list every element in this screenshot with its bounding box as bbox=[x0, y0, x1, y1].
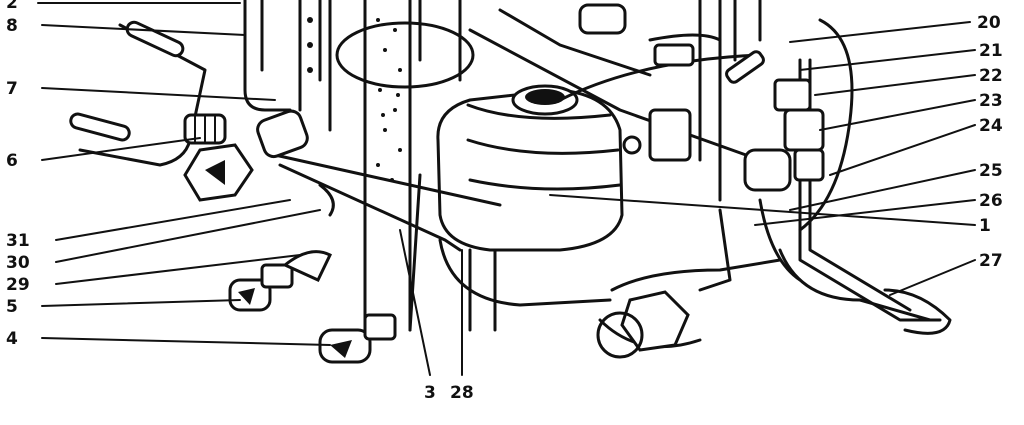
leader-26 bbox=[754, 199, 976, 226]
callout-20: 20 bbox=[977, 13, 1001, 33]
callout-22: 22 bbox=[979, 66, 1003, 86]
fittings-and-nuts bbox=[69, 3, 952, 364]
callout-5: 5 bbox=[6, 297, 18, 317]
callout-1: 1 bbox=[979, 216, 991, 236]
callout-7: 7 bbox=[6, 79, 18, 99]
leader-21 bbox=[799, 49, 976, 71]
hex-nut-left bbox=[183, 143, 254, 202]
leader-22 bbox=[814, 74, 976, 96]
callout-leader-lines bbox=[37, 2, 976, 376]
leader-30 bbox=[55, 209, 321, 263]
leader-23 bbox=[819, 99, 976, 131]
fitting-5 bbox=[228, 263, 294, 312]
center-column-perforated bbox=[335, 0, 475, 332]
callout-labels: 2 8 7 6 31 30 29 5 4 3 28 20 21 22 23 24… bbox=[6, 0, 1003, 403]
leader-25 bbox=[789, 169, 976, 211]
fitting-stack-right bbox=[773, 78, 825, 182]
leader-3 bbox=[399, 229, 431, 376]
main-tank-body bbox=[436, 84, 642, 332]
callout-4: 4 bbox=[6, 329, 18, 349]
leader-4 bbox=[41, 337, 331, 346]
leader-8 bbox=[41, 24, 246, 36]
pipe-network bbox=[273, 8, 942, 332]
left-bracket-housing bbox=[243, 0, 332, 132]
callout-31: 31 bbox=[6, 231, 30, 251]
leader-20 bbox=[789, 21, 971, 43]
left-union-fitting bbox=[183, 113, 227, 145]
leader-5 bbox=[41, 299, 241, 307]
callout-24: 24 bbox=[979, 116, 1003, 136]
leader-31 bbox=[55, 199, 291, 241]
fitting-4 bbox=[318, 313, 397, 364]
callout-29: 29 bbox=[6, 275, 30, 295]
callout-3: 3 bbox=[424, 383, 436, 403]
leader-29 bbox=[55, 254, 301, 285]
callout-30: 30 bbox=[6, 253, 30, 273]
callout-21: 21 bbox=[979, 41, 1003, 61]
leader-1 bbox=[549, 194, 976, 226]
callout-6: 6 bbox=[6, 151, 18, 171]
right-housing bbox=[598, 0, 932, 349]
leader-24 bbox=[829, 124, 976, 176]
leader-7 bbox=[41, 87, 276, 101]
callout-8: 8 bbox=[6, 16, 18, 36]
callout-25: 25 bbox=[979, 161, 1003, 181]
leader-6 bbox=[41, 137, 201, 161]
leader-27 bbox=[889, 259, 976, 296]
callout-23: 23 bbox=[979, 91, 1003, 111]
callout-2: 2 bbox=[6, 0, 18, 13]
callout-27: 27 bbox=[979, 251, 1003, 271]
callout-28: 28 bbox=[450, 383, 474, 403]
callout-26: 26 bbox=[979, 191, 1003, 211]
